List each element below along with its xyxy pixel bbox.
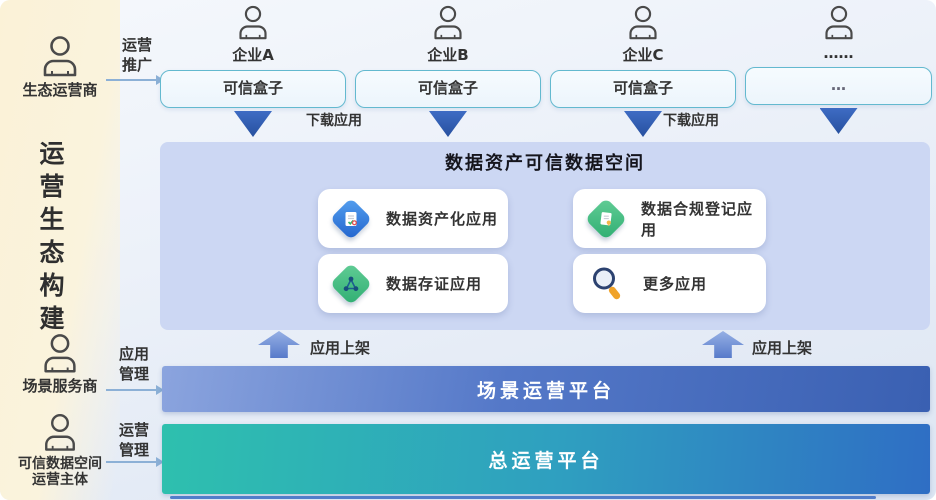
company-name: 企业B	[427, 46, 469, 64]
company-column-a: 企业A 可信盒子	[160, 4, 346, 137]
company-name: 企业C	[622, 46, 664, 64]
actor-label-line1: 可信数据空间	[18, 456, 102, 472]
platform-label: 总运营平台	[488, 449, 604, 472]
down-arrow-icon	[624, 111, 662, 137]
actor-label: 生态运营商	[22, 81, 98, 99]
actor-label-line2: 运营主体	[32, 472, 88, 489]
company-column-b: 企业B 可信盒子	[355, 4, 541, 137]
platform-label: 场景运营平台	[476, 379, 615, 402]
company-name: ……	[823, 44, 854, 62]
app-card-assetization: 数据资产化应用	[318, 189, 508, 248]
trusted-box: 可信盒子	[550, 70, 736, 108]
down-arrow-icon	[234, 111, 272, 137]
vertical-title: 运营生态构建	[36, 140, 65, 338]
person-icon	[355, 4, 541, 44]
flow-label-operate-manage: 运营 管理	[119, 421, 150, 459]
magnifier-icon	[586, 263, 628, 305]
trusted-box: …	[745, 67, 932, 105]
company-name: 企业A	[232, 46, 274, 64]
app-card-label: 数据存证应用	[386, 275, 483, 293]
left-ecosystem-strip	[0, 0, 120, 500]
app-card-compliance: 数据合规登记应用	[573, 189, 766, 248]
person-icon	[745, 4, 932, 44]
app-listing-label: 应用上架	[752, 339, 813, 357]
person-icon	[18, 332, 102, 378]
company-column-c: 企业C 可信盒子	[550, 4, 736, 137]
data-space-title: 数据资产可信数据空间	[445, 153, 645, 174]
person-icon	[8, 412, 112, 456]
actor-label: 场景服务商	[22, 377, 98, 395]
app-card-label: 数据合规登记应用	[641, 199, 754, 239]
app-card-label: 更多应用	[643, 275, 708, 293]
app-card-evidence: 数据存证应用	[318, 254, 508, 313]
app-listing-label: 应用上架	[310, 339, 371, 357]
network-diamond-icon	[329, 262, 373, 305]
certificate-diamond-icon	[584, 197, 628, 240]
download-app-label: 下载应用	[663, 113, 719, 129]
right-arrow-icon	[106, 75, 164, 85]
app-card-more: 更多应用	[573, 254, 766, 313]
download-app-label: 下载应用	[306, 113, 362, 129]
right-arrow-icon	[106, 385, 164, 395]
trusted-box: 可信盒子	[160, 70, 346, 108]
up-arrow-icon	[702, 331, 744, 358]
trusted-box: 可信盒子	[355, 70, 541, 108]
actor-ecosystem-operator: 生态运营商	[18, 34, 102, 99]
flow-label-app-manage: 应用 管理	[119, 345, 150, 383]
down-arrow-icon	[429, 111, 467, 137]
scene-operation-platform-bar: 场景运营平台	[162, 366, 930, 412]
person-icon	[550, 4, 736, 44]
app-card-label: 数据资产化应用	[386, 210, 499, 228]
person-icon	[18, 34, 102, 82]
company-column-more: …… …	[745, 4, 932, 134]
document-diamond-icon	[329, 197, 373, 240]
up-arrow-icon	[258, 331, 300, 358]
actor-trusted-space-entity: 可信数据空间 运营主体	[8, 412, 112, 488]
bottom-accent-line	[170, 496, 876, 499]
flow-label-operate-promote: 运营 推广	[122, 36, 153, 74]
right-arrow-icon	[106, 457, 164, 467]
down-arrow-icon	[819, 108, 858, 134]
data-space-panel: 数据资产可信数据空间 数据资产化应用 数据合规登记应用 数据存证应用	[160, 142, 930, 330]
total-operation-platform-bar: 总运营平台	[162, 424, 930, 494]
actor-scene-provider: 场景服务商	[18, 332, 102, 395]
person-icon	[160, 4, 346, 44]
